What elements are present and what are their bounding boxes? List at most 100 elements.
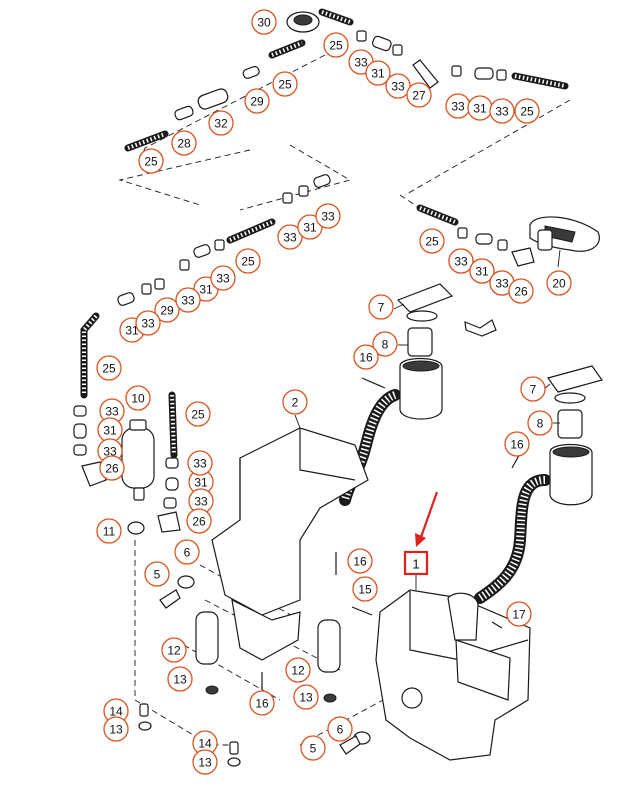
callout-25[interactable]: 25 [419, 228, 445, 254]
bolts [261, 377, 523, 690]
callout-label: 16 [255, 697, 269, 711]
callout-label: 20 [552, 277, 566, 291]
callout-31[interactable]: 31 [467, 95, 493, 121]
callout-14[interactable]: 14 [103, 698, 129, 724]
callout-5[interactable]: 5 [300, 735, 326, 761]
callout-20[interactable]: 20 [546, 270, 572, 296]
callout-33[interactable]: 33 [385, 73, 411, 99]
callout-33[interactable]: 33 [489, 98, 515, 124]
callout-label: 30 [257, 16, 271, 30]
callout-2[interactable]: 2 [282, 389, 308, 415]
callout-26[interactable]: 26 [99, 455, 125, 481]
callout-33[interactable]: 33 [489, 270, 515, 296]
callout-12[interactable]: 12 [285, 657, 311, 683]
callout-25[interactable]: 25 [323, 32, 349, 58]
callout-14[interactable]: 14 [192, 730, 218, 756]
callout-16[interactable]: 16 [347, 548, 373, 574]
callout-circle [353, 344, 379, 370]
callout-circle [171, 130, 197, 156]
arrow-head-icon [415, 533, 426, 547]
callout-7[interactable]: 7 [368, 294, 394, 320]
callout-circle [315, 203, 341, 229]
callout-circle [210, 265, 236, 291]
callout-25[interactable]: 25 [185, 401, 211, 427]
callout-circle [96, 518, 122, 544]
callout-16[interactable]: 16 [353, 344, 379, 370]
callout-circle [520, 376, 546, 402]
callout-33[interactable]: 33 [135, 310, 161, 336]
callout-33[interactable]: 33 [175, 287, 201, 313]
callout-circle [365, 60, 391, 86]
callout-label: 14 [109, 705, 123, 719]
callout-13[interactable]: 13 [192, 749, 218, 775]
callout-31[interactable]: 31 [97, 417, 123, 443]
callout-circle [175, 287, 201, 313]
callout-25[interactable]: 25 [96, 355, 122, 381]
callout-30[interactable]: 30 [251, 9, 277, 35]
callout-circle [323, 32, 349, 58]
callout-label: 26 [514, 285, 528, 299]
callout-25[interactable]: 25 [514, 98, 540, 124]
callout-label: 25 [144, 155, 158, 169]
callout-33[interactable]: 33 [277, 224, 303, 250]
callout-26[interactable]: 26 [508, 278, 534, 304]
callout-6[interactable]: 6 [327, 716, 353, 742]
callout-28[interactable]: 28 [171, 130, 197, 156]
callout-13[interactable]: 13 [167, 666, 193, 692]
callout-25[interactable]: 25 [272, 71, 298, 97]
callout-13[interactable]: 13 [103, 716, 129, 742]
callout-label: 33 [181, 294, 195, 308]
callout-12[interactable]: 12 [161, 637, 187, 663]
callout-11[interactable]: 11 [96, 518, 122, 544]
callout-33[interactable]: 33 [315, 203, 341, 229]
callout-25[interactable]: 25 [138, 148, 164, 174]
callout-6[interactable]: 6 [174, 539, 200, 565]
callout-circle [419, 228, 445, 254]
callout-label: 15 [358, 583, 372, 597]
callout-8[interactable]: 8 [372, 331, 398, 357]
callout-33[interactable]: 33 [210, 265, 236, 291]
callout-15[interactable]: 15 [352, 576, 378, 602]
callout-circle [125, 385, 151, 411]
callout-label: 32 [214, 117, 228, 131]
callout-31[interactable]: 31 [469, 258, 495, 284]
callout-label: 13 [299, 691, 313, 705]
callout-10[interactable]: 10 [125, 385, 151, 411]
callout-31[interactable]: 31 [188, 469, 214, 495]
callout-circle [208, 110, 234, 136]
callout-label: 31 [473, 102, 487, 116]
callout-25[interactable]: 25 [235, 248, 261, 274]
callout-32[interactable]: 32 [208, 110, 234, 136]
callout-29[interactable]: 29 [244, 88, 270, 114]
selected-part-box [403, 550, 429, 576]
callout-8[interactable]: 8 [527, 410, 553, 436]
callout-7[interactable]: 7 [520, 376, 546, 402]
reservoir-2 [211, 427, 369, 661]
callout-13[interactable]: 13 [293, 684, 319, 710]
callout-27[interactable]: 27 [406, 82, 432, 108]
callout-circle [186, 508, 212, 534]
callout-17[interactable]: 17 [506, 601, 532, 627]
callout-circle [185, 401, 211, 427]
callout-label: 8 [537, 417, 544, 431]
callout-16[interactable]: 16 [504, 431, 530, 457]
callout-circle [489, 98, 515, 124]
callout-label: 17 [512, 608, 526, 622]
callout-29[interactable]: 29 [154, 297, 180, 323]
callout-33[interactable]: 33 [445, 93, 471, 119]
callout-33[interactable]: 33 [187, 450, 213, 476]
callout-33[interactable]: 33 [448, 248, 474, 274]
callout-circle [167, 666, 193, 692]
callout-label: 12 [291, 664, 305, 678]
callout-circle [508, 278, 534, 304]
callout-33[interactable]: 33 [188, 488, 214, 514]
callout-circle [249, 690, 275, 716]
callout-label: 27 [412, 89, 426, 103]
callout-circle [251, 9, 277, 35]
callout-5[interactable]: 5 [144, 561, 170, 587]
callout-26[interactable]: 26 [186, 508, 212, 534]
callout-label: 25 [425, 235, 439, 249]
callout-circle [448, 248, 474, 274]
callout-31[interactable]: 31 [365, 60, 391, 86]
callout-16[interactable]: 16 [249, 690, 275, 716]
